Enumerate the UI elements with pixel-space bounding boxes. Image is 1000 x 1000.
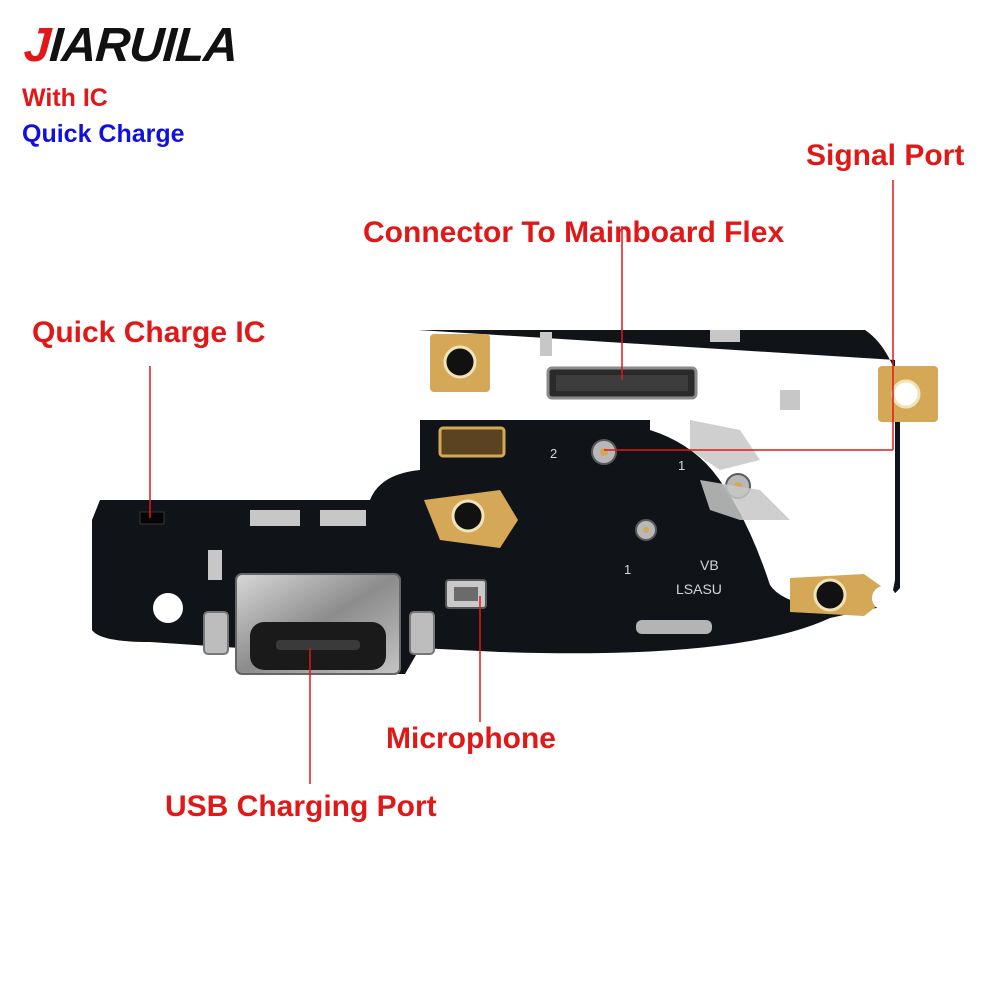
silk-vb: VB <box>700 557 719 573</box>
callout-microphone: Microphone <box>386 722 556 755</box>
mount-hole-top-right <box>891 379 921 409</box>
quick-charge-ic-chip <box>139 511 165 525</box>
mount-hole-top-left <box>443 345 477 379</box>
mount-hole-center <box>451 499 485 533</box>
silk-1: 1 <box>624 562 631 577</box>
callout-signal-port: Signal Port <box>806 139 965 172</box>
callout-connector: Connector To Mainboard Flex <box>363 216 785 249</box>
silk-lsasu: LSASU <box>676 581 722 597</box>
usb-mount-right <box>409 611 435 655</box>
silk-1b: 1 <box>678 458 685 473</box>
small-connector <box>438 426 506 458</box>
mount-hole-right-edge <box>872 586 896 610</box>
silk-2: 2 <box>550 446 557 461</box>
mount-hole-bottom-right <box>813 578 847 612</box>
mount-hole-left <box>153 593 183 623</box>
callout-quick-charge-ic: Quick Charge IC <box>32 316 266 349</box>
callout-usb-port: USB Charging Port <box>165 790 437 823</box>
feature-quick-charge: Quick Charge <box>22 120 185 148</box>
feature-with-ic: With IC <box>22 84 108 112</box>
usb-mount-left <box>203 611 229 655</box>
